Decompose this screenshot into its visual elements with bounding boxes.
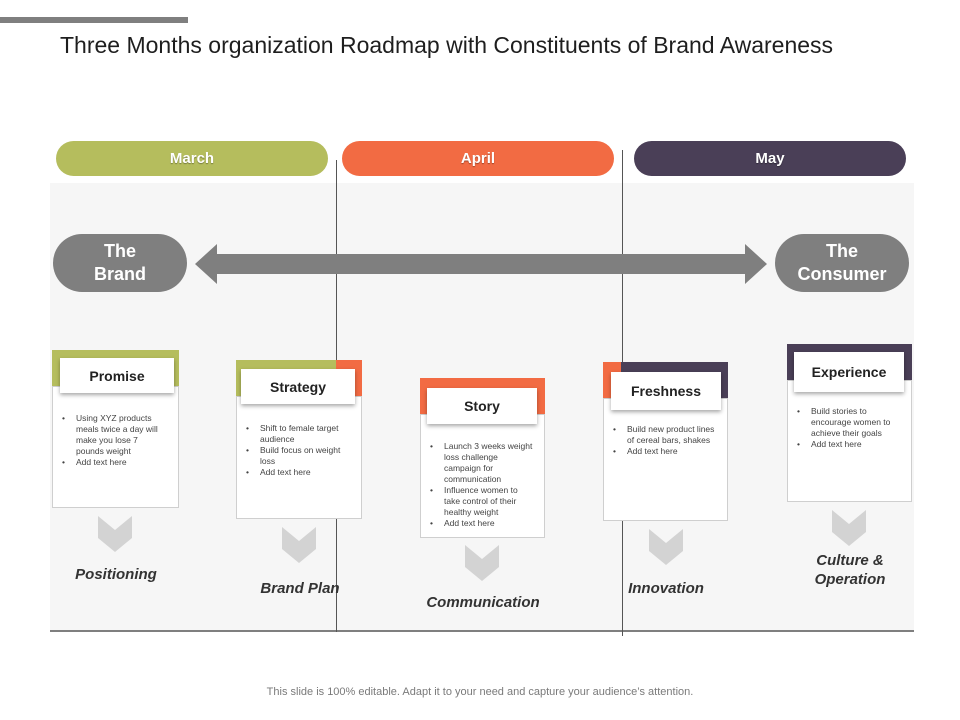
chevron-down-icon [649, 529, 683, 565]
card-bullets: Build new product lines of cereal bars, … [609, 424, 719, 457]
bullet-item: Shift to female target audience [242, 423, 348, 445]
bullet-item: Add text here [426, 518, 534, 529]
phase-label-innovation: Innovation [628, 580, 704, 597]
bullet-item: Add text here [58, 457, 163, 468]
panel-bottom-rule [50, 630, 914, 632]
bullet-item: Add text here [793, 439, 903, 450]
bullet-item: Launch 3 weeks weight loss challenge cam… [426, 441, 534, 485]
card-title: Experience [794, 352, 904, 392]
month-may: May [634, 141, 906, 176]
bullet-item: Influence women to take control of their… [426, 485, 534, 518]
bullet-item: Build focus on weight loss [242, 445, 348, 467]
bullet-item: Using XYZ products meals twice a day wil… [58, 413, 163, 457]
bullet-item: Add text here [609, 446, 719, 457]
card-body [603, 398, 728, 521]
card-title: Strategy [241, 369, 355, 404]
chevron-down-icon [465, 545, 499, 581]
card-title: Promise [60, 358, 174, 393]
bullet-item: Add text here [242, 467, 348, 478]
month-march: March [56, 141, 328, 176]
bullet-item: Build stories to encourage women to achi… [793, 406, 903, 439]
phase-label-communication: Communication [426, 594, 540, 611]
footer-note: This slide is 100% editable. Adapt it to… [266, 686, 694, 698]
phase-label-brand-plan: Brand Plan [260, 580, 340, 597]
chevron-down-icon [282, 527, 316, 563]
card-bullets: Build stories to encourage women to achi… [793, 406, 903, 450]
phase-label-culture-operation: Culture & Operation [814, 552, 886, 588]
card-experience: Experience Build stories to encourage wo… [787, 344, 912, 502]
card-bullets: Launch 3 weeks weight loss challenge cam… [426, 441, 534, 529]
the-consumer-pill: The Consumer [775, 234, 909, 292]
card-promise: Promise Using XYZ products meals twice a… [52, 350, 179, 508]
bullet-item: Build new product lines of cereal bars, … [609, 424, 719, 446]
the-brand-pill: The Brand [53, 234, 187, 292]
card-freshness: Freshness Build new product lines of cer… [603, 362, 728, 521]
card-title: Story [427, 388, 537, 424]
chevron-down-icon [832, 510, 866, 546]
chevron-down-icon [98, 516, 132, 552]
top-accent-bar [0, 17, 188, 23]
card-bullets: Shift to female target audience Build fo… [242, 423, 348, 478]
card-strategy: Strategy Shift to female target audience… [236, 360, 362, 519]
card-story: Story Launch 3 weeks weight loss challen… [420, 378, 545, 538]
double-arrow-icon [195, 244, 767, 284]
month-april: April [342, 141, 614, 176]
card-bullets: Using XYZ products meals twice a day wil… [58, 413, 163, 468]
slide-title: Three Months organization Roadmap with C… [60, 32, 834, 58]
card-title: Freshness [611, 372, 721, 410]
phase-label-positioning: Positioning [75, 566, 157, 583]
